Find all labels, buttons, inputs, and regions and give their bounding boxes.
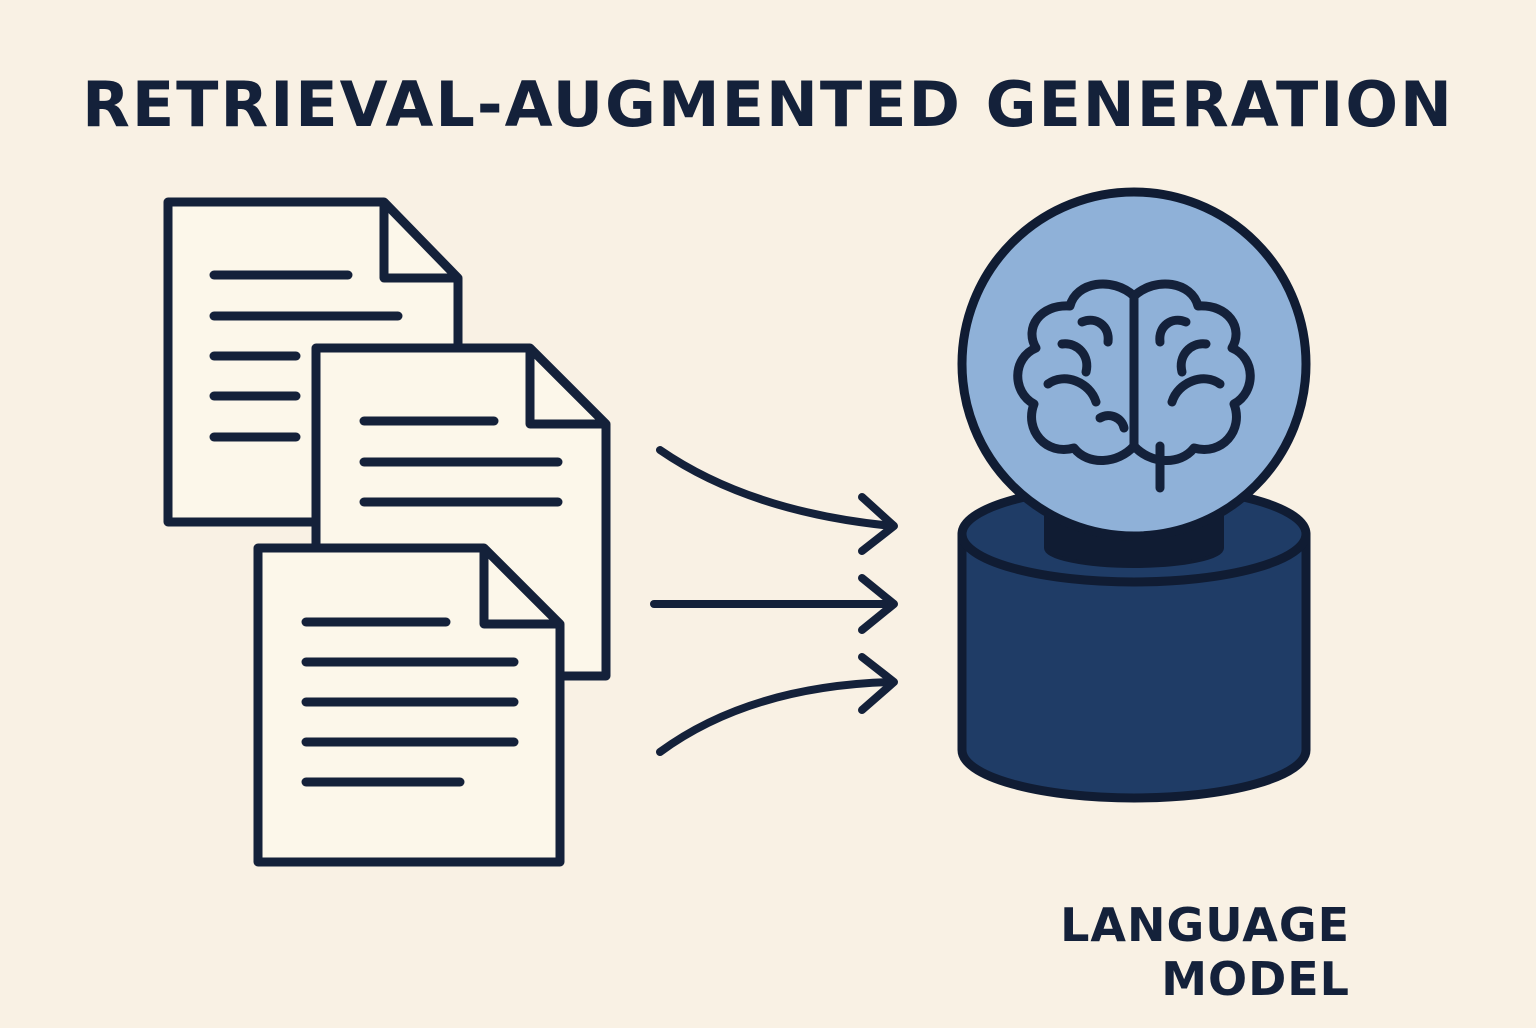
arrow-bottom-head: [858, 653, 898, 714]
arrow-middle: [650, 574, 898, 634]
brain-icon: [1013, 279, 1255, 493]
document-3: [253, 543, 565, 867]
arrow-bottom: [656, 653, 898, 756]
arrow-top: [656, 446, 898, 555]
arrow-middle-head: [858, 574, 898, 634]
page-title: RETRIEVAL-AUGMENTED GENERATION: [82, 68, 1454, 141]
model-base: [957, 529, 1311, 803]
arrow-bottom-shaft: [656, 678, 896, 756]
arrow-top-shaft: [656, 446, 896, 530]
arrow-top-head: [858, 493, 898, 555]
language-model: [957, 187, 1311, 803]
model-label: LANGUAGE MODEL: [1060, 898, 1350, 1006]
